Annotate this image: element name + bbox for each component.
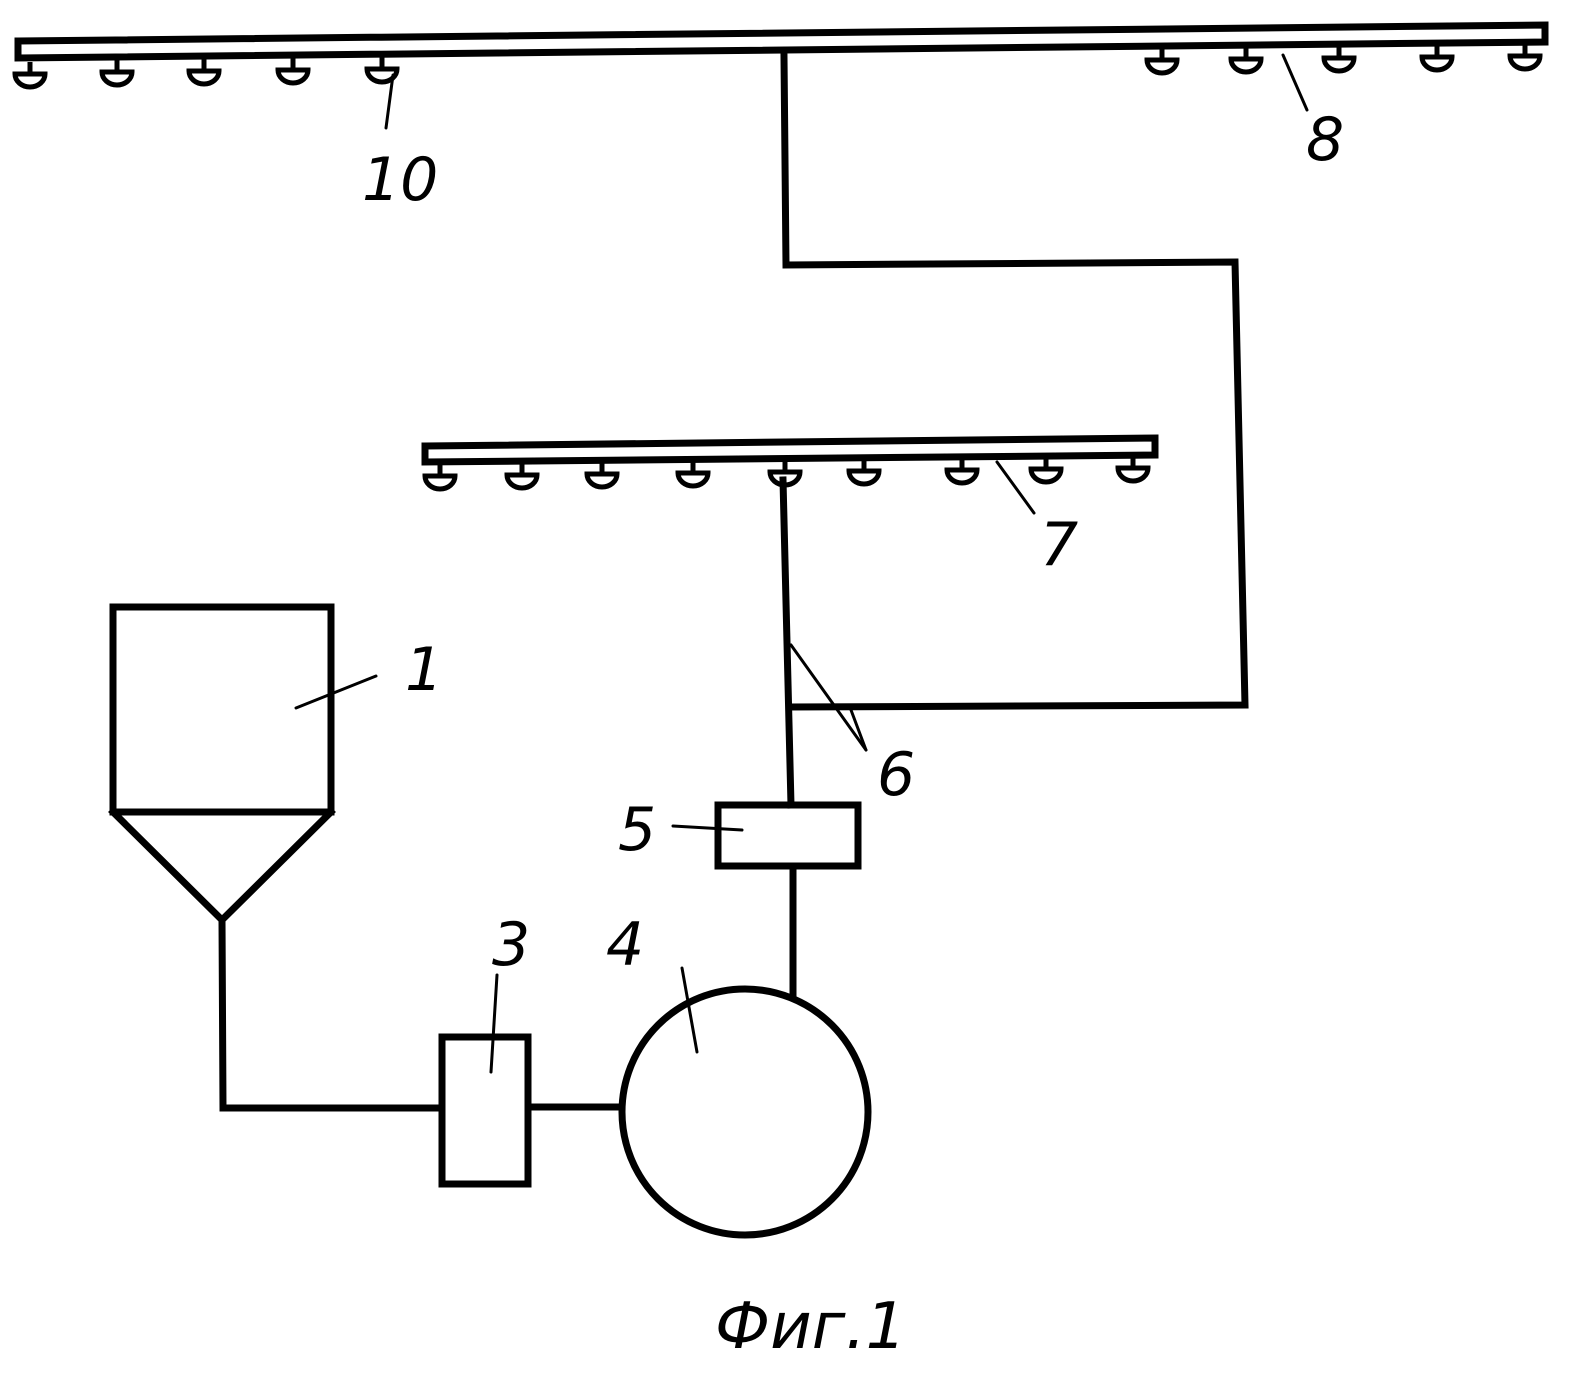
leader-6a xyxy=(791,645,866,750)
pump-circle-4 xyxy=(622,989,868,1235)
block-3 xyxy=(442,1037,528,1184)
label-7: 7 xyxy=(1040,510,1078,580)
leader-7 xyxy=(997,462,1034,513)
nozzle-icon xyxy=(278,58,308,83)
label-6: 6 xyxy=(877,740,915,810)
top-manifold xyxy=(18,25,1545,58)
nozzle-icon xyxy=(849,459,879,484)
nozzle-icon xyxy=(947,458,977,483)
nozzle-icon xyxy=(1324,46,1354,71)
nozzle-icon xyxy=(15,62,45,87)
figure-caption: Фиг.1 xyxy=(715,1290,906,1364)
main-riser-pipe xyxy=(783,480,791,805)
nozzle-icon xyxy=(189,59,219,84)
label-10: 10 xyxy=(362,145,438,215)
leader-1 xyxy=(296,676,376,708)
label-3: 3 xyxy=(492,910,530,980)
label-5: 5 xyxy=(618,795,656,865)
top-nozzles-left xyxy=(15,57,397,87)
leader-4 xyxy=(682,968,697,1052)
nozzle-icon xyxy=(425,464,455,489)
nozzle-icon xyxy=(1510,44,1540,69)
leader-3 xyxy=(491,975,497,1072)
nozzle-icon xyxy=(678,461,708,486)
leader-8 xyxy=(1283,55,1307,110)
leader-lines xyxy=(296,55,1307,1072)
nozzle-icon xyxy=(1118,456,1148,481)
upper-feed-pipe xyxy=(784,57,1245,707)
block-5 xyxy=(718,805,858,866)
nozzle-icon xyxy=(507,463,537,488)
hopper-outlet-pipe xyxy=(222,920,442,1108)
nozzle-icon xyxy=(1147,48,1177,73)
nozzle-icon xyxy=(102,60,132,85)
tank-hopper xyxy=(113,607,331,920)
label-8: 8 xyxy=(1306,105,1344,175)
label-1: 1 xyxy=(405,635,443,705)
label-4: 4 xyxy=(606,910,644,980)
nozzle-icon xyxy=(1231,47,1261,72)
nozzle-icon xyxy=(587,462,617,487)
nozzle-icon xyxy=(1422,45,1452,70)
nozzle-icon xyxy=(1031,457,1061,482)
leader-5 xyxy=(673,826,742,830)
